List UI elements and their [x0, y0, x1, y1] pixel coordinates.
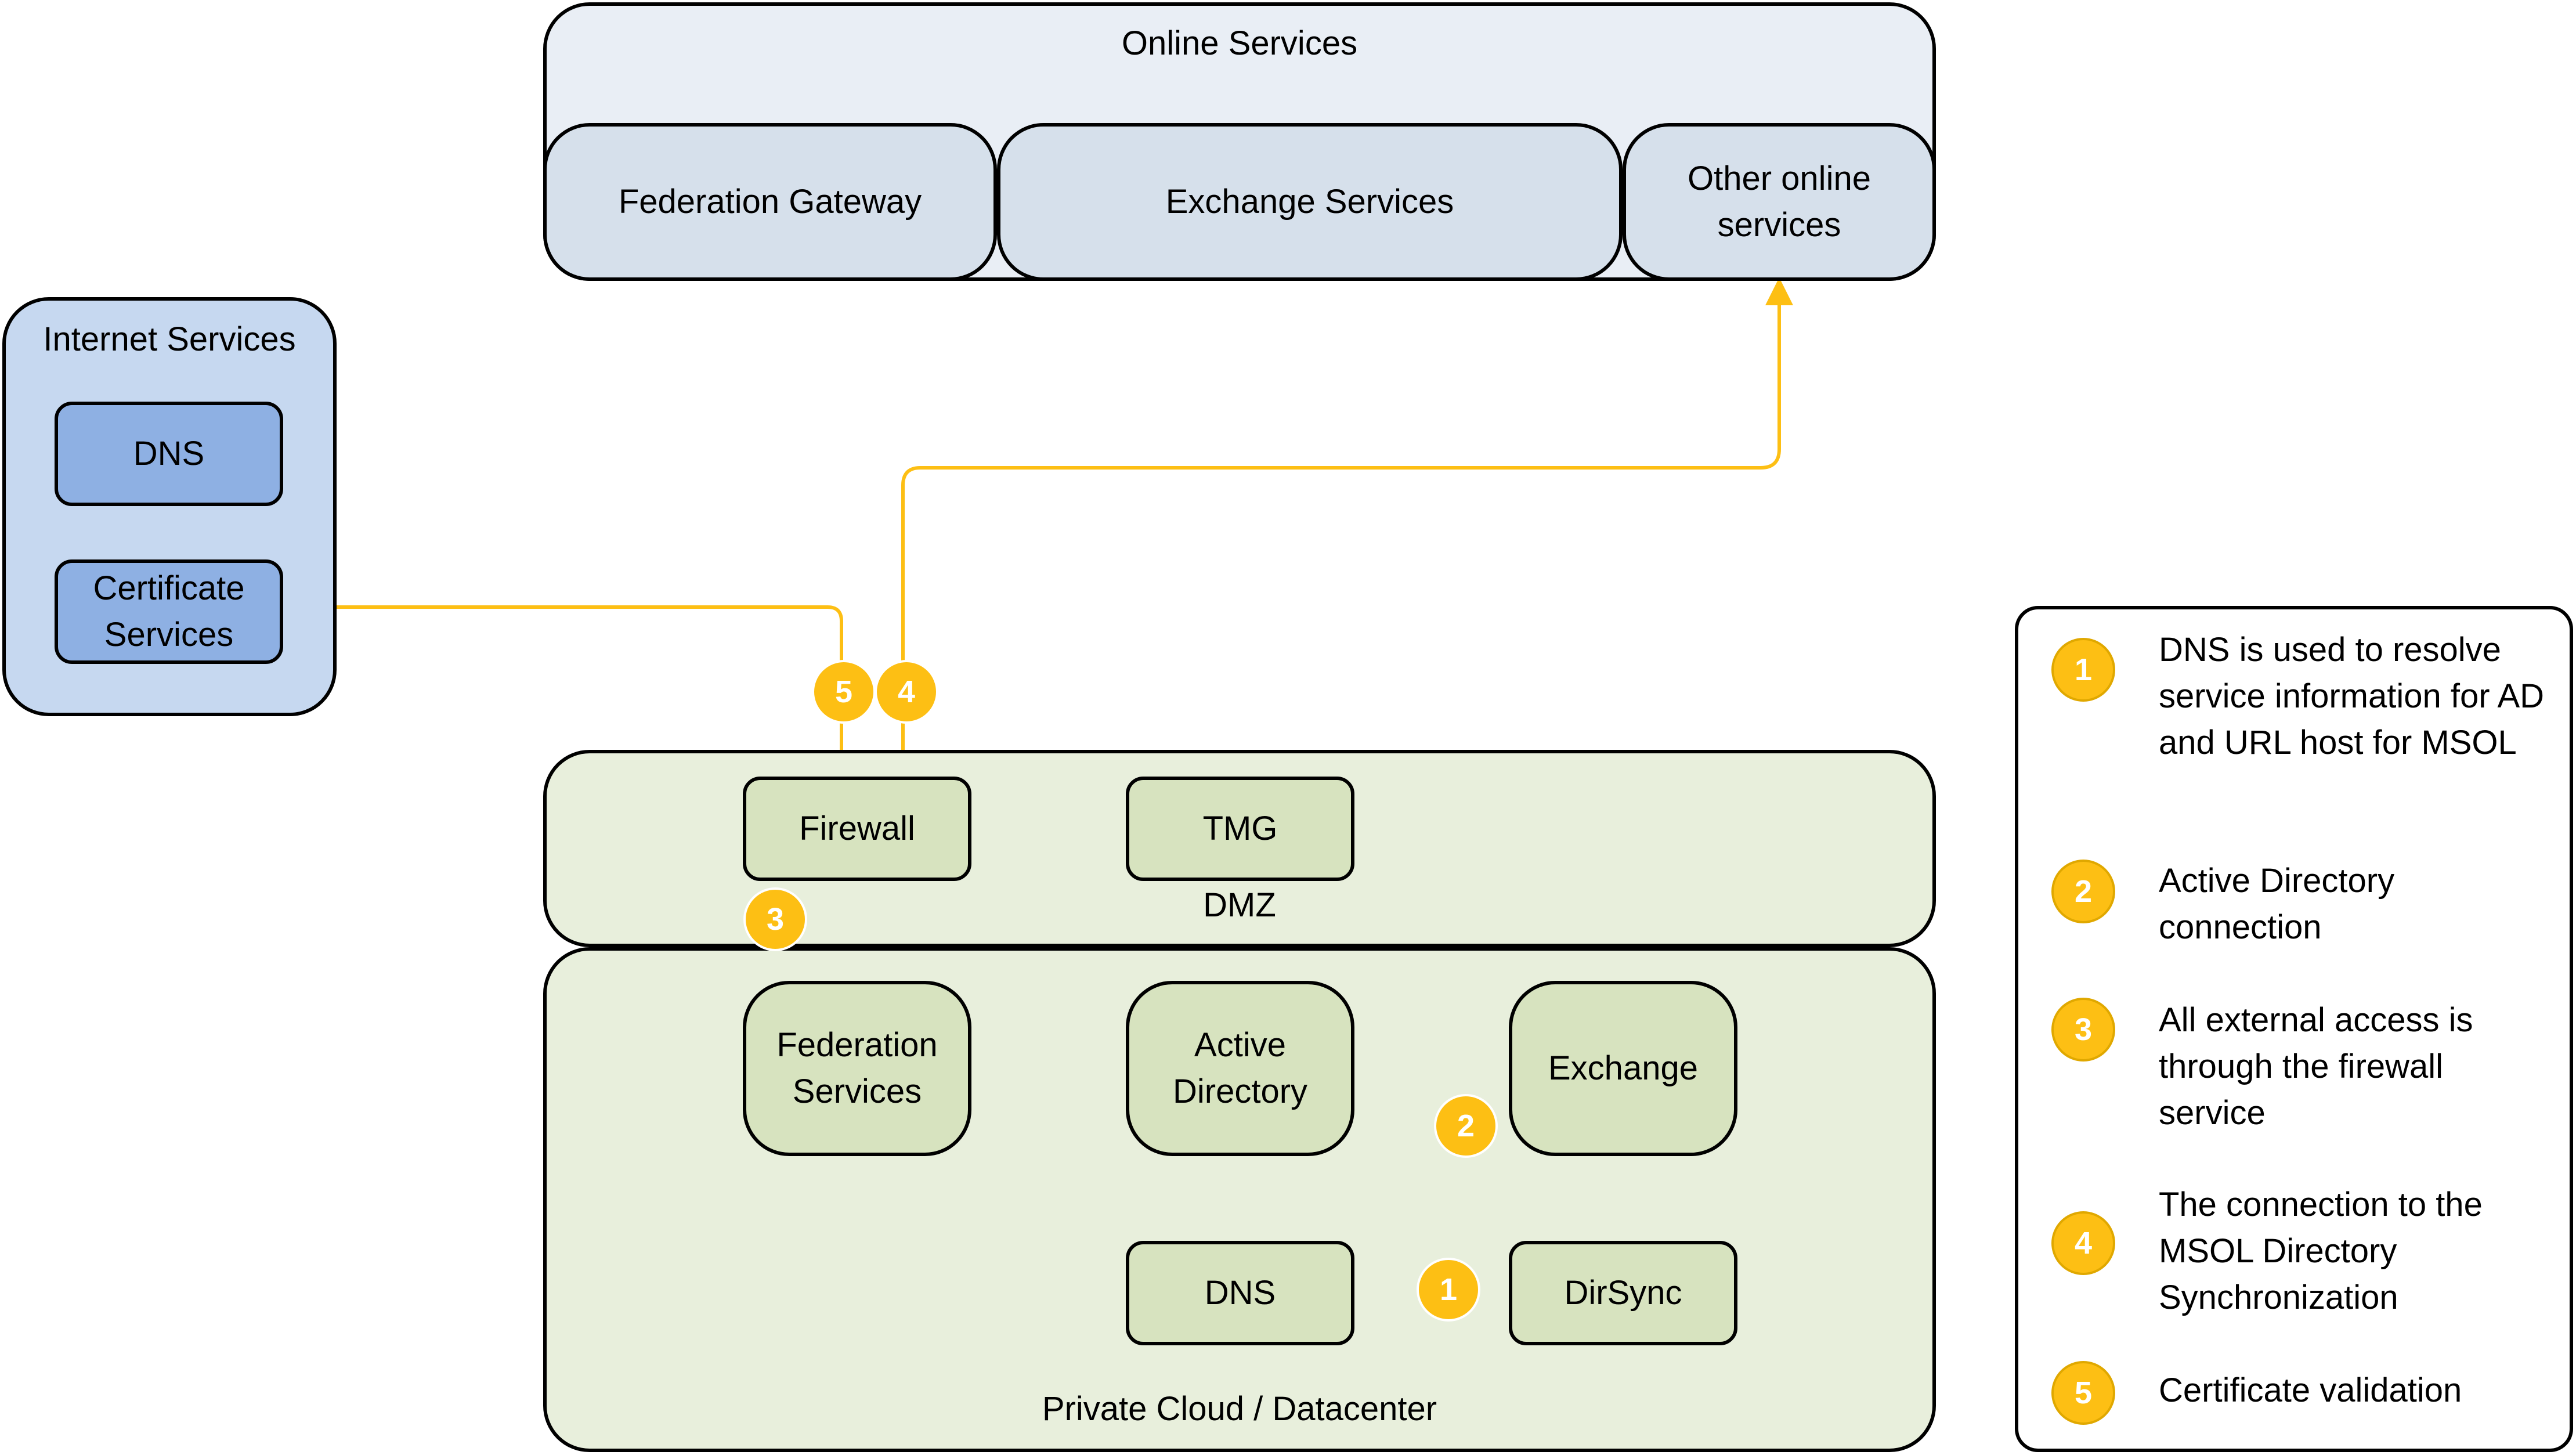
- private-dns-label: DNS: [1204, 1274, 1276, 1312]
- legend-marker-3: 3: [2051, 998, 2115, 1062]
- active-directory-label: Active Directory: [1172, 1026, 1308, 1110]
- federation-gateway-box: [543, 123, 997, 281]
- legend-marker-1: 1: [2051, 638, 2115, 702]
- connector-5-firewall-to-certificate: [280, 593, 843, 777]
- dirsync-box: [1509, 1241, 1737, 1345]
- marker-2: 2: [1434, 1094, 1498, 1158]
- internet-services-title: Internet Services: [43, 320, 296, 358]
- legend-text-3: All external access is through the firew…: [2159, 1001, 2473, 1132]
- federation-services-label: Federation Services: [776, 1026, 938, 1110]
- marker-3: 3: [743, 887, 807, 951]
- legend-marker-4: 4: [2051, 1211, 2115, 1275]
- federation-services-box: [743, 981, 971, 1156]
- certificate-services-label: Certificate Services: [93, 569, 245, 654]
- active-directory-box: [1126, 981, 1354, 1156]
- private-dns-box: [1126, 1241, 1354, 1345]
- legend-marker-2: 2: [2051, 860, 2115, 923]
- other-online-services-label: Other online services: [1688, 160, 1871, 244]
- legend-text-4: The connection to the MSOL Directory Syn…: [2159, 1186, 2483, 1316]
- legend-text-1: DNS is used to resolve service informati…: [2159, 631, 2545, 761]
- dmz-title: DMZ: [1203, 886, 1276, 924]
- dirsync-label: DirSync: [1564, 1274, 1682, 1312]
- exchange-box: [1509, 981, 1737, 1156]
- internet-dns-label: DNS: [133, 435, 205, 472]
- legend-text-5: Certificate validation: [2159, 1371, 2462, 1409]
- federation-gateway-label: Federation Gateway: [618, 183, 922, 221]
- private-cloud-title: Private Cloud / Datacenter: [1042, 1390, 1437, 1428]
- marker-1: 1: [1417, 1258, 1480, 1322]
- marker-4: 4: [875, 660, 938, 724]
- firewall-box: [743, 777, 971, 881]
- online-services-title: Online Services: [1121, 24, 1358, 62]
- exchange-services-box: [997, 123, 1623, 281]
- internet-dns-box: [55, 402, 283, 506]
- connector-4-firewall-to-other-services: [901, 277, 1793, 777]
- exchange-label: Exchange: [1548, 1049, 1698, 1087]
- other-online-services-box: [1623, 123, 1936, 281]
- legend-marker-5: 5: [2051, 1361, 2115, 1425]
- tmg-box: [1126, 777, 1354, 881]
- tmg-label: TMG: [1202, 810, 1278, 847]
- firewall-label: Firewall: [799, 810, 915, 847]
- certificate-services-box: [55, 559, 283, 664]
- legend-text-2: Active Directory connection: [2159, 862, 2395, 946]
- marker-5: 5: [812, 660, 876, 724]
- exchange-services-label: Exchange Services: [1165, 183, 1454, 221]
